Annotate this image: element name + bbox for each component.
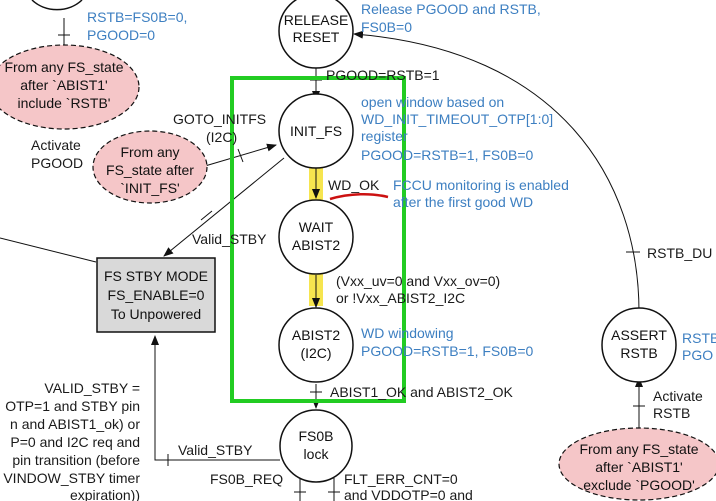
state-label: RSTB [620, 345, 657, 361]
release-note: FS0B=0 [361, 19, 412, 35]
activate-rstb-label: Activate [653, 388, 703, 404]
state-label: ABIST2 [292, 327, 340, 343]
rstb-pgo-label: PGO [682, 347, 713, 363]
pink-note-line: `INIT_FS' [120, 180, 179, 196]
condition-line: P=0 and I2C req and [10, 434, 140, 450]
pink-note-top-left: From any FS_state after `ABIST1' include… [0, 44, 140, 130]
fccu-note: FCCU monitoring is enabled [393, 177, 569, 193]
pink-note-line: exclude `PGOOD' [583, 477, 695, 493]
stby-box-line: To Unpowered [111, 306, 201, 322]
pgood-rstb-label: PGOOD=RSTB=1 [326, 67, 440, 83]
state-fs0b-lock: FS0B lock [279, 409, 353, 483]
pink-note-line: after `ABIST1' [20, 77, 107, 93]
pink-note-line: From any FS_state [579, 441, 698, 457]
init-note: WD_INIT_TIMEOUT_OTP[1:0] [361, 111, 553, 127]
rstb-top-label: PGOOD=0 [87, 27, 155, 43]
state-release-reset: RELEASE RESET [278, 0, 354, 69]
connector-left-stby [0, 237, 97, 263]
rstb-top-label: RSTB=FS0B=0, [87, 9, 187, 25]
condition-line: VALID_STBY = [44, 380, 140, 396]
wd-ok-label: WD_OK [328, 177, 380, 193]
condition-line: n and ABIST1_ok) or [10, 416, 140, 432]
rstb-du-label: RSTB_DU [647, 245, 712, 261]
init-note: PGOOD=RSTB=1, FS0B=0 [361, 147, 534, 163]
wd-windowing-note: WD windowing [361, 325, 454, 341]
vxx-label: or !Vxx_ABIST2_I2C [336, 290, 465, 306]
state-label: FS0B [298, 428, 333, 444]
stby-mode-box: FS STBY MODE FS_ENABLE=0 To Unpowered [96, 257, 216, 333]
pink-note-init: From any FS_state after `INIT_FS' [92, 130, 208, 204]
wd-windowing-note: PGOOD=RSTB=1, FS0B=0 [361, 343, 534, 359]
pink-note-line: FS_state after [106, 162, 194, 178]
state-label: ASSERT [611, 327, 667, 343]
condition-line: OTP=1 and STBY pin [5, 398, 140, 414]
tick [200, 210, 213, 221]
fs0b-req-label: FS0B_REQ [210, 471, 283, 487]
valid-stby-lower-label: Valid_STBY [178, 442, 253, 458]
init-note: open window based on [361, 94, 504, 110]
stby-box-line: FS STBY MODE [104, 268, 208, 284]
stby-box-line: FS_ENABLE=0 [108, 287, 205, 303]
valid-stby-upper-label: Valid_STBY [192, 231, 267, 247]
vxx-label: (Vxx_uv=0 and Vxx_ov=0) [336, 273, 500, 289]
pink-note-bottom-right: From any FS_state after `ABIST1' exclude… [558, 427, 716, 501]
condition-line: VINDOW_STBY timer [3, 470, 140, 486]
activate-pgood-label: Activate [31, 137, 81, 153]
state-init-fs: INIT_FS [278, 93, 354, 169]
condition-line: pin transition (before [12, 452, 140, 468]
flt-err-label: FLT_ERR_CNT=0 [344, 471, 458, 487]
pink-note-line: From any FS_state [4, 59, 123, 75]
state-abist2-i2c: ABIST2 (I2C) [278, 307, 354, 383]
state-label: INIT_FS [290, 123, 342, 139]
tick [237, 148, 244, 163]
state-assert-rstb: ASSERT RSTB [601, 307, 677, 383]
activate-pgood-label: PGOOD [31, 155, 83, 171]
goto-initfs-label: GOTO_INITFS [173, 111, 266, 127]
init-note: register [361, 128, 408, 144]
activate-rstb-label: RSTB [653, 405, 690, 421]
state-label: WAIT [299, 219, 334, 235]
connector-valid-stby-upper [163, 157, 285, 257]
state-label: ABIST2 [292, 237, 340, 253]
pink-note-line: after `ABIST1' [595, 459, 682, 475]
top-left-partial-state [31, 0, 83, 11]
pink-note-line: From any [120, 144, 179, 160]
flt-err-label: and VDDOTP=0 and [344, 487, 473, 501]
pink-note-line: include `RSTB' [18, 95, 111, 111]
condition-line: expiration)) [70, 487, 140, 501]
highlight-box [230, 76, 406, 403]
connector-valid-stby-lower [151, 335, 280, 461]
goto-initfs-label: (I2C) [206, 129, 237, 145]
valid-stby-condition: VALID_STBY = OTP=1 and STBY pin n and AB… [3, 380, 140, 501]
state-wait-abist2: WAIT ABIST2 [278, 199, 354, 275]
wd-ok-underline [329, 193, 389, 201]
release-note: Release PGOOD and RSTB, [361, 1, 541, 17]
state-label: RELEASE [284, 12, 349, 28]
state-label: RESET [293, 29, 340, 45]
state-label: (I2C) [300, 345, 331, 361]
fccu-note: after the first good WD [393, 194, 533, 210]
connector-assert-release [353, 30, 640, 313]
abist1-ok-label: ABIST1_OK and ABIST2_OK [330, 384, 514, 400]
rstb-pgo-label: RSTB [682, 330, 716, 346]
state-label: lock [304, 446, 330, 462]
